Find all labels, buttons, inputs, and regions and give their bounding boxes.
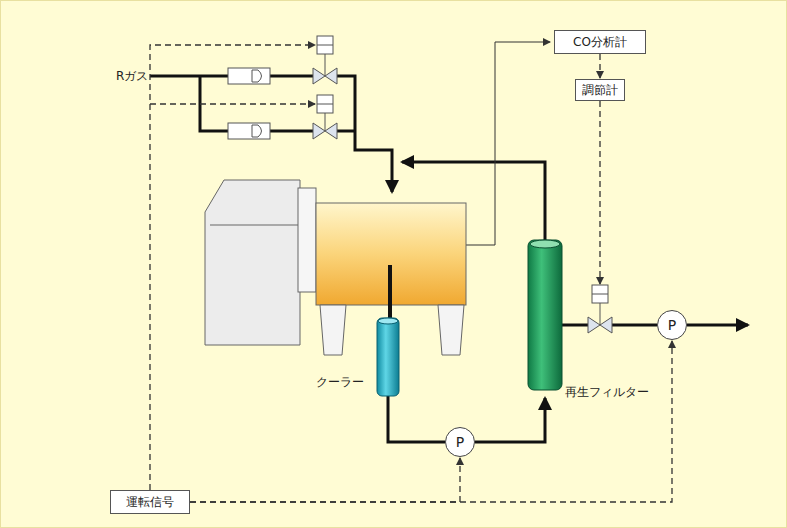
node-text: P (456, 434, 464, 450)
controller-box: 調節計 (575, 79, 625, 101)
node-text: 調節計 (582, 82, 618, 99)
analyzer-box: CO分析計 (554, 30, 646, 54)
signal-connector (599, 54, 600, 78)
cooler-label: クーラー (316, 374, 364, 391)
signal-connector (190, 458, 460, 502)
signal-box: 運転信号 (110, 490, 190, 514)
filter-label: 再生フィルター (565, 384, 649, 401)
node-text: P (668, 317, 676, 333)
node-text: CO分析計 (573, 34, 627, 51)
pump-circle: P (657, 310, 687, 340)
signal-connector (190, 341, 672, 502)
gas-label: Rガス (116, 68, 148, 85)
node-text: 運転信号 (126, 494, 174, 511)
pump-circle: P (445, 427, 475, 457)
